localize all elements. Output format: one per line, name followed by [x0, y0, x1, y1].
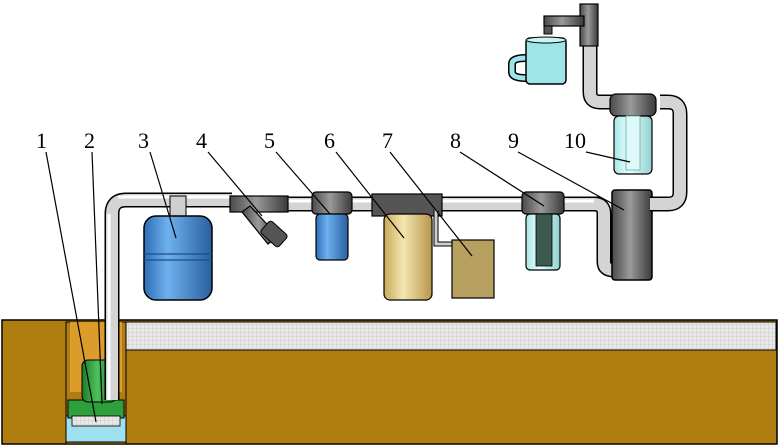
filter-10 — [609, 93, 657, 175]
faucet — [543, 3, 599, 47]
label-8: 8 — [450, 128, 461, 153]
tank-9 — [611, 189, 653, 281]
label-3: 3 — [138, 128, 149, 153]
label-7: 7 — [382, 128, 393, 153]
label-1: 1 — [36, 128, 47, 153]
label-4: 4 — [196, 128, 207, 153]
leader-lines — [45, 151, 631, 423]
loop-pipe — [593, 196, 615, 278]
mug — [508, 36, 567, 85]
number-labels: 1 2 3 4 5 6 7 8 9 10 — [36, 128, 586, 153]
filter-6 — [371, 193, 443, 301]
expansion-tank — [143, 195, 213, 301]
label-5: 5 — [264, 128, 275, 153]
ground — [1, 319, 778, 445]
label-6: 6 — [324, 128, 335, 153]
box-7 — [433, 210, 495, 299]
y-strainer — [229, 195, 289, 248]
filter-5 — [311, 191, 353, 261]
label-10: 10 — [564, 128, 586, 153]
label-2: 2 — [84, 128, 95, 153]
outlet-pipe — [582, 40, 688, 212]
filter-8 — [521, 191, 565, 271]
label-9: 9 — [508, 128, 519, 153]
